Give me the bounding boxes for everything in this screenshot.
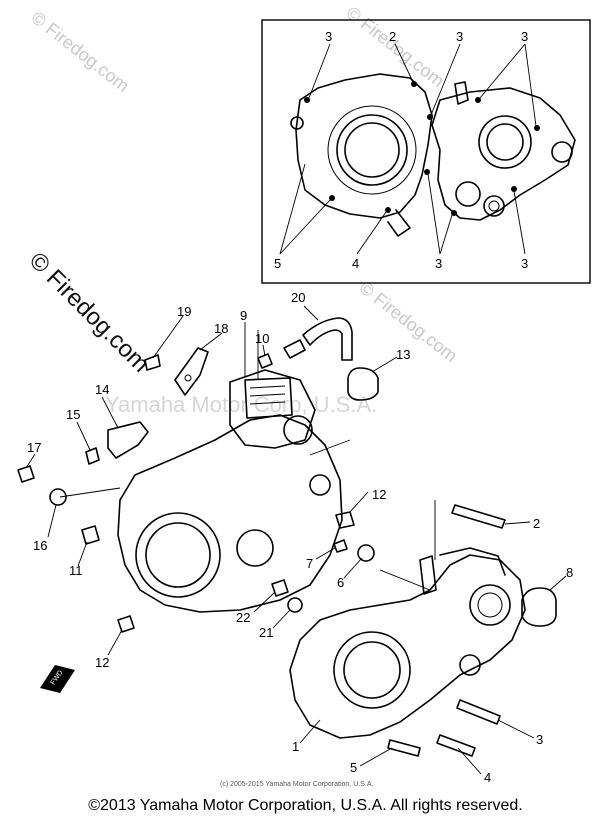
watermark-firedog-1: © Firedog.com [28,7,134,96]
main-leaders [25,305,567,775]
left-crankcase-seal [283,415,313,445]
callout-14: 14 [95,382,109,397]
inset-right-boss [455,181,481,207]
small-copyright: (c) 2005-2015 Yamaha Motor Corporation, … [220,781,373,788]
part-18-bracket [174,347,209,396]
part-5-bolt [387,739,421,757]
right-crankcase-bearing-2 [469,584,511,626]
right-crankcase-bearing-2-inner [477,592,503,618]
part-3-bolt [456,699,501,725]
callout-16: 16 [33,538,47,553]
part-15-bolt [85,447,100,465]
part-20-fitting [283,339,306,359]
left-crankcase-bore [135,512,221,598]
inset-left-bearing-ring [327,105,417,195]
inset-right-small-bearing [483,195,505,217]
inset-callout-3-top-right: 3 [521,29,528,44]
inset-callout-3-bottom-right: 3 [521,256,528,271]
inset-right-small-bearing-inner [488,200,500,212]
inset-detail: 3 2 3 3 5 4 3 3 [261,19,591,284]
part-16-washer [49,488,67,506]
part-22-clip [271,579,289,597]
inset-left-lug [290,116,304,130]
callout-20: 20 [291,290,305,305]
part-14-bracket [107,421,149,459]
inset-frame [261,19,591,284]
part-17-screw [17,465,35,483]
fwd-arrow: FWD [40,665,75,693]
inset-left-bearing-inner [344,122,400,178]
left-crankcase [117,414,343,613]
inset-callout-3-top-left: 3 [325,29,332,44]
left-crankcase-label-plate [244,377,293,419]
inset-right-lug [551,141,573,163]
inset-callout-5: 5 [274,256,281,271]
callout-4: 4 [484,770,491,785]
inset-callout-2: 2 [389,29,396,44]
part-12-dowel-right [335,511,355,529]
left-crankcase-lug [309,474,331,496]
part-6-plug [357,544,375,562]
part-13-bushing [347,367,379,401]
inset-left-tab [387,209,411,237]
right-crankcase-bore [333,631,411,709]
inset-bolt-dots [304,81,540,216]
part-8-seal [521,587,557,627]
copyright-footer: ©2013 Yamaha Motor Corporation, U.S.A. A… [88,797,523,814]
callout-11: 11 [69,563,83,578]
left-crankcase-gear-boss [236,529,274,567]
main-exploded-view: FWD [17,290,573,785]
inset-right-bearing-inner [486,123,524,161]
part-20-hose [302,317,353,361]
right-crankcase [289,554,526,739]
callout-17: 17 [27,440,41,455]
right-crankcase-top-edge [439,547,506,576]
callout-7: 7 [306,556,313,571]
inset-callout-3-top-mid: 3 [456,29,463,44]
callout-19: 19 [177,304,191,319]
callout-8: 8 [566,565,573,580]
inset-left-case [295,73,433,219]
callout-5: 5 [350,760,357,775]
right-crankcase-small-boss [459,654,481,676]
small-parts [17,317,557,757]
callout-13: 13 [396,347,410,362]
part-10-nipple [257,353,273,369]
inset-left-bearing-outer [336,114,408,186]
inset-right-bearing-outer [478,115,532,169]
callout-18: 18 [214,321,228,336]
callout-2: 2 [533,516,540,531]
callout-21: 21 [259,625,273,640]
callout-10: 10 [255,331,269,346]
right-crankcase-stud [419,555,437,595]
part-21-nut [287,597,303,613]
callout-15: 15 [66,407,80,422]
callout-9: 9 [240,308,247,323]
part-7-screw [333,539,348,553]
callout-12-right: 12 [372,487,386,502]
callout-1: 1 [292,739,299,754]
part-4-bolt [436,734,476,757]
callout-3: 3 [536,732,543,747]
part-11-bolt [81,525,100,545]
watermark-yamaha: Yamaha Motor Corp, U.S.A. [105,392,377,417]
right-crankcase-bearing [343,641,401,699]
inset-callout-4: 4 [352,256,359,271]
left-crankcase-bearing [145,522,211,588]
part-2-long-bolt [451,504,506,529]
inset-right-case [431,87,576,221]
part-12-dowel-left [117,615,135,633]
callout-6: 6 [337,575,344,590]
inset-leaders [279,43,537,255]
callout-12-left: 12 [95,655,109,670]
left-crankcase-plate-lines [249,385,286,405]
left-crankcase-upper-boss [229,369,316,449]
callout-22: 22 [236,610,250,625]
inset-right-stud [454,81,469,105]
inset-callout-3-bottom-mid: 3 [435,256,442,271]
fwd-arrow-icon [40,665,75,693]
watermark-firedog-dark: © Firedog.com [24,247,155,378]
